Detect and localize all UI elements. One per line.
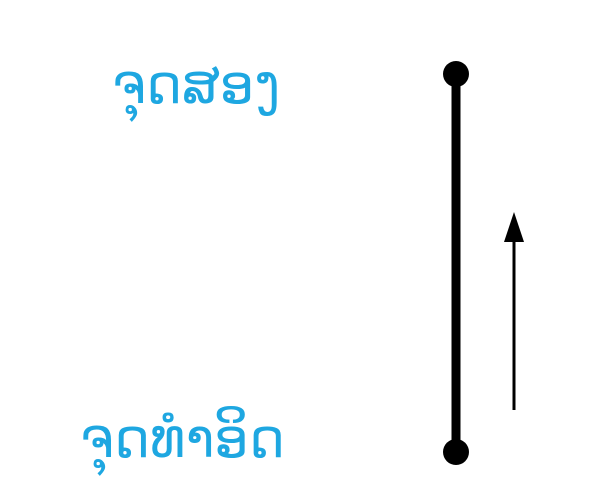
direction-arrow-up-icon [504, 212, 524, 242]
second-point-label: ຈຸດສອງ [112, 53, 281, 116]
first-point-label: ຈຸດທຳອິດ [80, 407, 285, 470]
endpoint-top-dot [443, 61, 469, 87]
endpoint-bottom-dot [443, 439, 469, 465]
